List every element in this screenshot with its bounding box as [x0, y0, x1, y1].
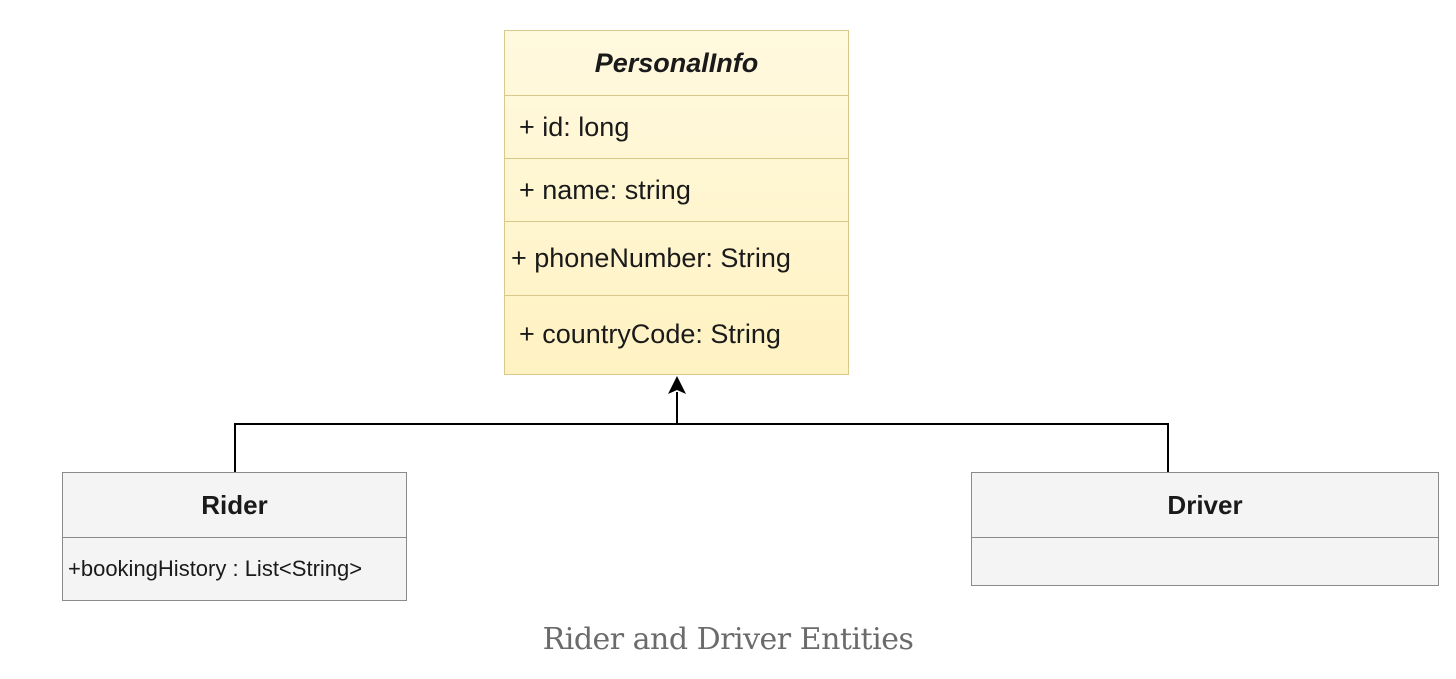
figure-caption: Rider and Driver Entities: [542, 622, 914, 657]
attribute-phone-number: + phoneNumber: String: [505, 221, 848, 295]
attribute-id: + id: long: [505, 95, 848, 158]
attribute-compartment-empty: [972, 537, 1438, 585]
class-name: Rider: [201, 489, 268, 520]
class-name: PersonalInfo: [594, 47, 759, 78]
class-name: Driver: [1167, 489, 1243, 520]
class-rider: Rider +bookingHistory : List<String>: [62, 472, 407, 601]
attribute-booking-history: +bookingHistory : List<String>: [63, 537, 406, 600]
generalization-arrowhead: [668, 376, 686, 394]
attribute-country-code: + countryCode: String: [505, 295, 848, 373]
attribute-name: + name: string: [505, 158, 848, 221]
connector-driver: [677, 423, 1169, 472]
class-personalinfo: PersonalInfo + id: long + name: string +…: [504, 30, 849, 375]
connector-rider: [234, 423, 677, 472]
class-driver: Driver: [971, 472, 1439, 586]
